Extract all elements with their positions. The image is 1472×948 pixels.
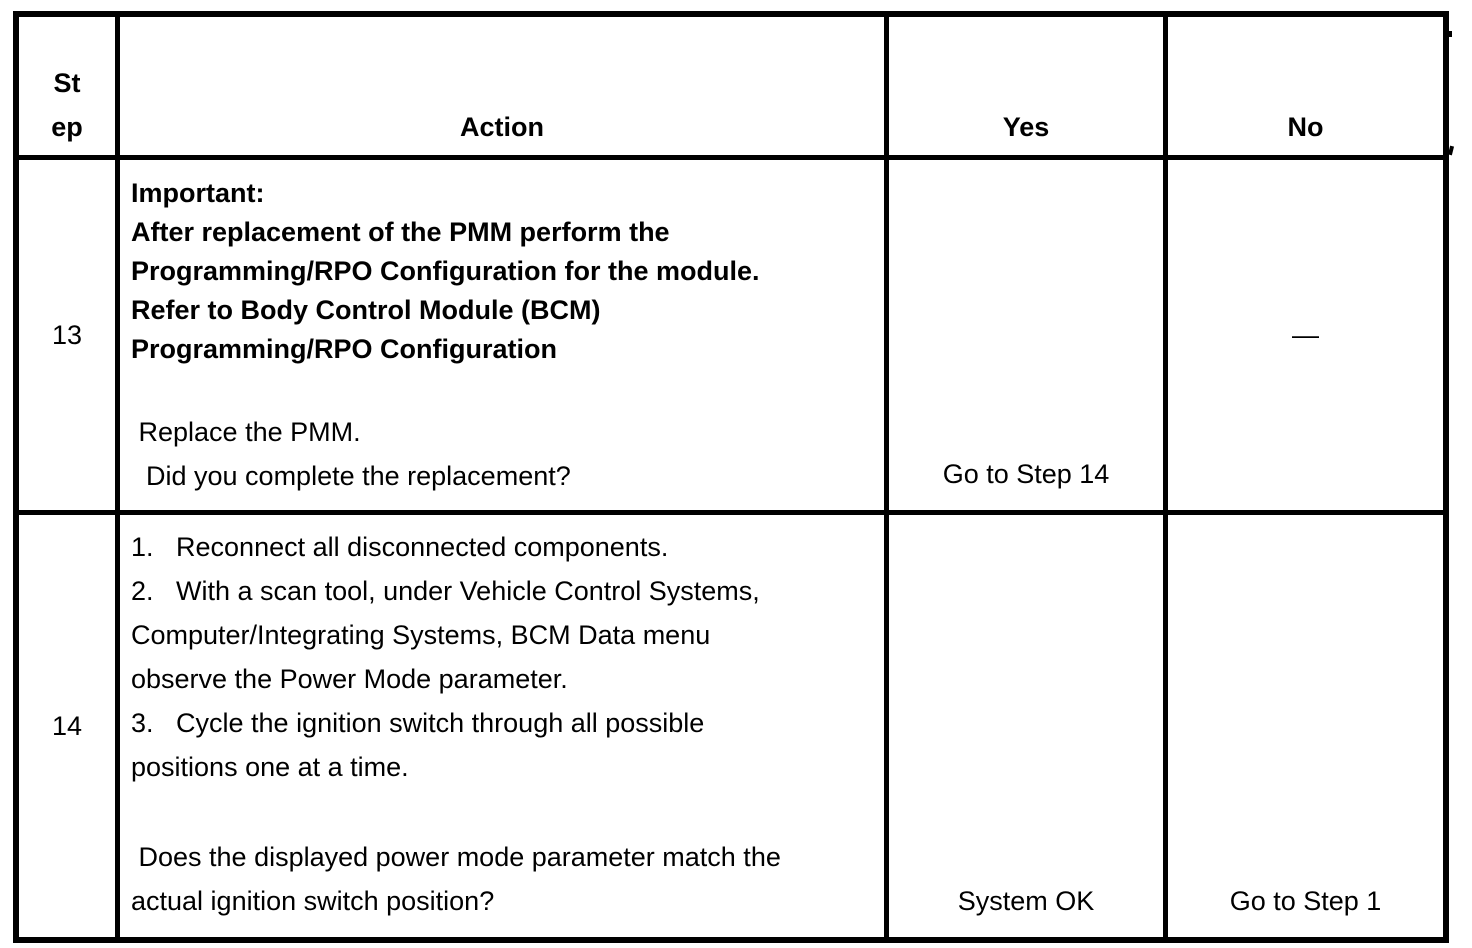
action-line: Replace the PMM. [131,417,361,447]
action-line: Computer/Integrating Systems, BCM Data m… [131,620,711,650]
header-yes: Yes [889,17,1163,155]
action-line: 1. Reconnect all disconnected components… [131,532,669,562]
action-cell-13: Important: After replacement of the PMM … [120,160,884,510]
header-no: No [1168,17,1443,155]
header-step-line2: ep [51,112,83,142]
action-line: Programming/RPO Configuration [131,334,558,364]
step-number-13: 13 [19,160,115,510]
no-cell-13: — [1168,160,1443,510]
action-line: observe the Power Mode parameter. [131,664,568,694]
diagnostic-table: St ep Action Yes No 13 Important: After … [13,11,1449,943]
header-step: St ep [19,17,115,155]
action-instructions: Replace the PMM. Did you complete the re… [131,410,878,498]
scan-artifact [1448,31,1452,37]
scan-artifact [1447,145,1455,156]
action-question: Does the displayed power mode parameter … [131,835,878,923]
action-line: Did you complete the replacement? [131,461,571,491]
action-line: After replacement of the PMM perform the [131,217,670,247]
action-line: 3. Cycle the ignition switch through all… [131,708,705,738]
action-line: Important: [131,178,265,208]
header-action: Action [120,17,884,155]
action-line: actual ignition switch position? [131,886,495,916]
no-cell-14: Go to Step 1 [1168,515,1443,937]
action-line: Programming/RPO Configuration for the mo… [131,256,760,286]
yes-cell-14: System OK [889,515,1163,937]
action-steps: 1. Reconnect all disconnected components… [131,525,878,789]
action-line: Does the displayed power mode parameter … [131,842,781,872]
action-line: positions one at a time. [131,752,409,782]
yes-cell-13: Go to Step 14 [889,160,1163,510]
header-step-line1: St [53,68,81,98]
action-line: Refer to Body Control Module (BCM) [131,295,601,325]
important-note: Important: After replacement of the PMM … [131,174,878,369]
action-line: 2. With a scan tool, under Vehicle Contr… [131,576,760,606]
step-number-14: 14 [19,515,115,937]
action-cell-14: 1. Reconnect all disconnected components… [120,515,884,937]
